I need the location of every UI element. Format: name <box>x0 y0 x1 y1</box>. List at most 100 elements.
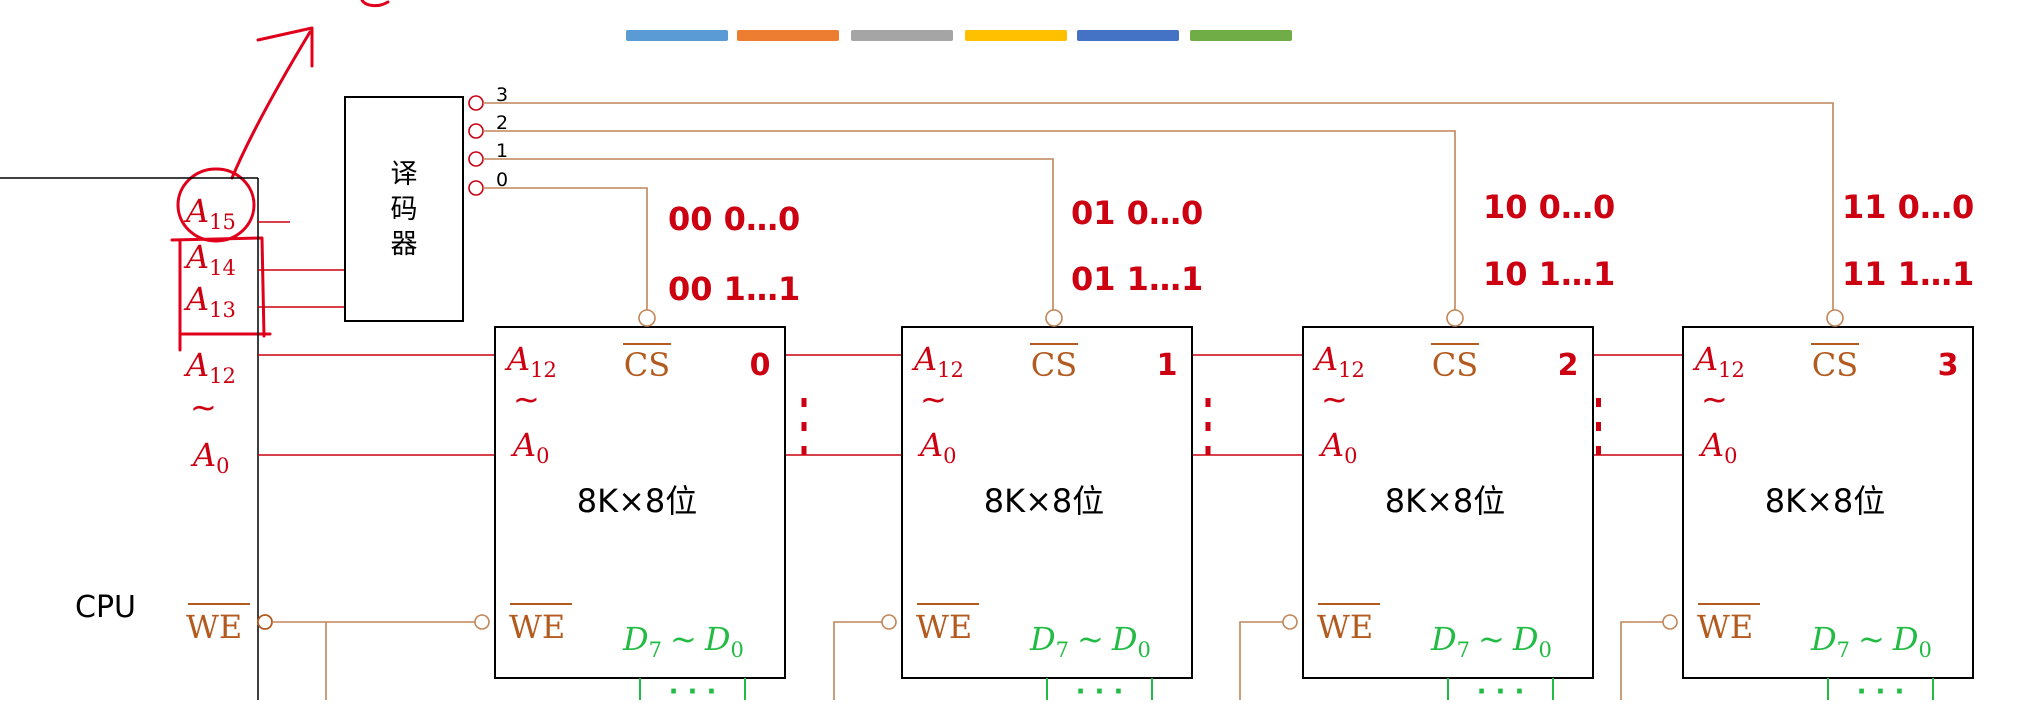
chip-cs-bubble <box>1045 309 1063 327</box>
chip-we-bubble <box>1282 614 1298 630</box>
chip-range-start: 11 0…0 <box>1842 188 1974 226</box>
we-bus-tap-2 <box>1239 621 1290 700</box>
address-bus-wires <box>258 354 1683 456</box>
decoder-output-bubble-3 <box>468 95 484 111</box>
cpu-a0-label: A0 <box>190 436 229 478</box>
we-bus-tap-3 <box>1620 621 1670 700</box>
color-swatch-1[interactable] <box>626 30 728 41</box>
chip-cs-bubble <box>1446 309 1464 327</box>
chip-range-end: 11 1…1 <box>1842 255 1974 293</box>
chip-range-end: 01 1…1 <box>1071 260 1203 298</box>
chip-a12-label: A12 <box>504 340 557 382</box>
we-bus-wires <box>272 621 1670 700</box>
cs-select-line-3 <box>483 102 1834 310</box>
decoder-output-label-1: 1 <box>496 140 508 162</box>
chip-data-pin-dots: · · · <box>1076 677 1124 700</box>
address-bus-dot <box>1596 446 1601 455</box>
color-swatch-3[interactable] <box>851 30 953 41</box>
chip-cs-label: CS <box>624 346 670 384</box>
chip-data-bus-label: D7~D0 <box>1430 620 1552 662</box>
decoder-output-label-0: 0 <box>496 169 508 191</box>
cpu-we-label: WE <box>186 608 242 646</box>
chip-capacity-label: 8K×8位 <box>984 482 1105 520</box>
chip-a0-label: A0 <box>917 426 956 468</box>
address-bus-dot <box>1596 422 1601 431</box>
color-swatch-5[interactable] <box>1077 30 1179 41</box>
color-swatch-2[interactable] <box>737 30 839 41</box>
decoder-char-1: 译 <box>391 159 418 190</box>
pen-circle-a15 <box>176 167 256 243</box>
chip-tilde: ~ <box>1321 380 1348 418</box>
decoder-char-2: 码 <box>391 194 418 225</box>
decoder-char-3: 器 <box>391 229 418 260</box>
decoder-output-label-3: 3 <box>496 84 508 106</box>
address-bus-dot <box>801 422 807 431</box>
cs-select-line-0 <box>483 187 648 310</box>
cpu-a13-label: A13 <box>183 280 236 322</box>
chip-cs-label: CS <box>1031 346 1077 384</box>
decoder-output-label-2: 2 <box>496 112 508 134</box>
decoder-output-bubble-1 <box>468 151 484 167</box>
chip-a0-label: A0 <box>1318 426 1357 468</box>
chip-capacity-label: 8K×8位 <box>577 482 698 520</box>
color-swatch-6[interactable] <box>1190 30 1292 41</box>
pen-bracket-a14-a13 <box>170 236 272 352</box>
chip-a12-label: A12 <box>1312 340 1365 382</box>
chip-box <box>1682 326 1974 679</box>
chip-we-bubble <box>881 614 897 630</box>
chip-range-start: 10 0…0 <box>1483 188 1615 226</box>
cs-select-line-2 <box>483 130 1456 310</box>
cpu-a14-label: A14 <box>183 238 236 280</box>
address-bus-dot <box>801 398 807 407</box>
chip-data-bus-label: D7~D0 <box>622 620 744 662</box>
cpu-block: CPU A15 A14 A13 A12 ~ A0 WE <box>0 177 273 700</box>
chip-data-bus-label: D7~D0 <box>1810 620 1932 662</box>
chip-a0-label: A0 <box>1698 426 1737 468</box>
pen-annotation <box>170 0 390 352</box>
chip-data-bus-label: D7~D0 <box>1029 620 1151 662</box>
chip-data-pin-dots: · · · <box>1477 677 1525 700</box>
chip-we-label: WE <box>1697 608 1753 646</box>
chip-cs-bubble <box>1826 309 1844 327</box>
color-swatch-4[interactable] <box>965 30 1067 41</box>
chip-range-start: 00 0…0 <box>668 200 800 238</box>
decoder-block: 译 码 器 <box>344 96 464 322</box>
pen-arrow-head <box>256 26 314 68</box>
cpu-we-bubble <box>257 614 273 630</box>
chip-index-label: 2 <box>1558 348 1579 383</box>
chip-range-end: 10 1…1 <box>1483 255 1615 293</box>
chip-we-bubble <box>1662 614 1678 630</box>
chip-index-label: 3 <box>1938 348 1959 383</box>
chip-tilde: ~ <box>513 380 540 418</box>
chip-range-end: 00 1…1 <box>668 270 800 308</box>
color-swatch-bar <box>626 30 1292 41</box>
chip-index-label: 1 <box>1157 348 1178 383</box>
cpu-label: CPU <box>75 590 136 625</box>
chip-we-bubble <box>474 614 490 630</box>
we-bus-tap-1 <box>833 621 889 700</box>
chip-tilde: ~ <box>1701 380 1728 418</box>
pen-partial-mark <box>360 0 390 8</box>
chip-a12-label: A12 <box>911 340 964 382</box>
chip-capacity-label: 8K×8位 <box>1765 482 1886 520</box>
address-bus-dot <box>1205 446 1211 455</box>
chip-cs-bubble <box>638 309 656 327</box>
chip-a12-label: A12 <box>1692 340 1745 382</box>
decoder-box <box>344 96 464 322</box>
chip-box <box>494 326 786 679</box>
chip-index-label: 0 <box>750 348 771 383</box>
decoder-input-wires <box>258 221 345 308</box>
chip-capacity-label: 8K×8位 <box>1385 482 1506 520</box>
decoder-output-bubble-2 <box>468 123 484 139</box>
chip-tilde: ~ <box>920 380 947 418</box>
address-bus-dot <box>1205 398 1211 407</box>
chip-range-start: 01 0…0 <box>1071 194 1203 232</box>
cs-select-line-1 <box>483 158 1054 310</box>
decoder-outputs: 3 2 1 0 <box>468 84 1834 310</box>
